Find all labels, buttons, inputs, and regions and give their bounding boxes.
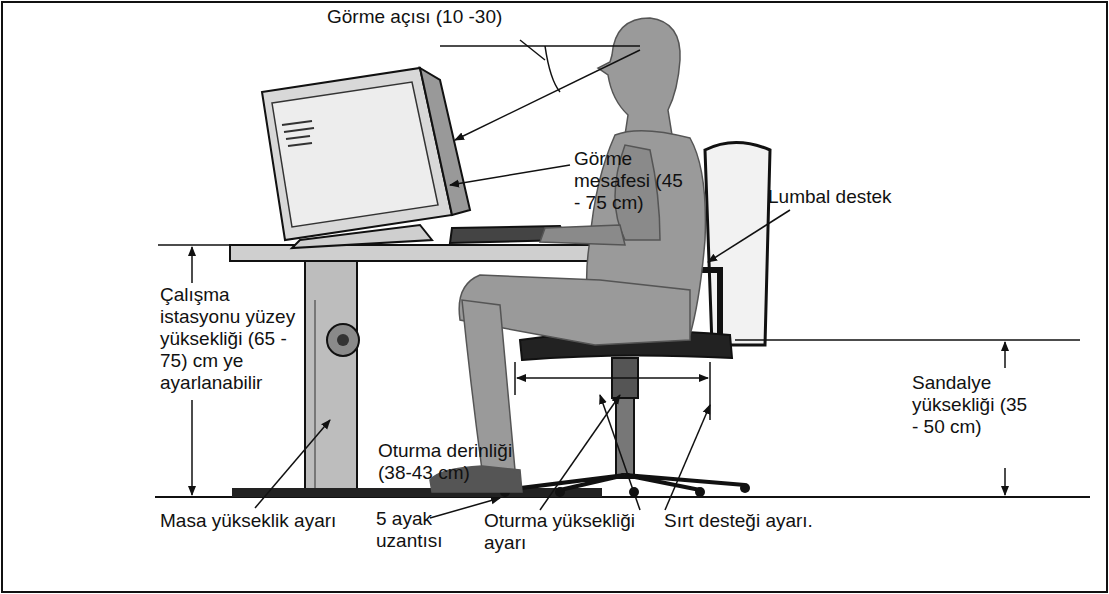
monitor [262,68,470,248]
part-label: Oturma yüksekliği ayarı [484,510,649,554]
dimension-label: Sandalye yüksekliği (35 - 50 cm) [912,372,1032,438]
part-label: Lumbal destek [768,186,938,208]
viewing-angle [440,40,640,140]
dimension-label: Oturma derinliği (38-43 cm) [378,440,528,484]
seat-depth-dimension [515,362,710,420]
dimension-label: Çalışma istasyonu yüzey yüksekliği (65 -… [160,284,310,394]
distance-label: Görme mesafesi (45 - 75 cm) [574,148,686,214]
angle-label: Görme açısı (10 -30) [327,6,567,28]
part-label: Sırt desteği ayarı. [664,510,864,532]
leader-lines [255,210,790,518]
chair-height-dimension [735,340,1080,495]
person-silhouette [430,18,705,492]
part-label: Masa yükseklik ayarı [160,510,380,532]
part-label: 5 ayak uzantısı [376,508,454,552]
leader-line [450,165,570,185]
